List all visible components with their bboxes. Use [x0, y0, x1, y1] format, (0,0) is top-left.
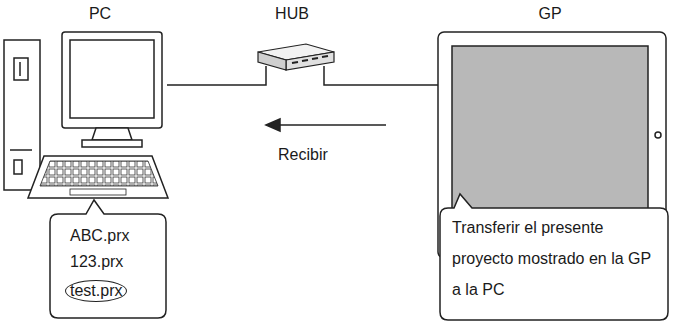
- pc-tower: [4, 40, 40, 190]
- file-name: 123.prx: [70, 252, 123, 272]
- device-label: GP: [538, 4, 561, 24]
- callout-text: Transferir el presente proyecto mostrado…: [452, 212, 652, 305]
- callout-bubble: Transferir el presente proyecto mostrado…: [440, 208, 668, 320]
- pc-keyboard: [28, 156, 168, 198]
- device-node: HUB: [252, 4, 336, 66]
- network-cable: [324, 66, 438, 85]
- file-name: test.prx: [65, 280, 127, 302]
- pc-monitor: [62, 32, 162, 147]
- receive-arrow: [266, 119, 386, 131]
- hub-device: [258, 44, 334, 70]
- device-label: HUB: [275, 4, 309, 24]
- device-node: PC: [2, 4, 167, 198]
- file-name: ABC.prx: [70, 226, 130, 246]
- network-cable: [167, 66, 266, 85]
- arrow-label: Recibir: [276, 145, 330, 165]
- device-label: PC: [89, 4, 111, 24]
- callout-bubble: ABC.prx 123.prx test.prx: [50, 214, 166, 318]
